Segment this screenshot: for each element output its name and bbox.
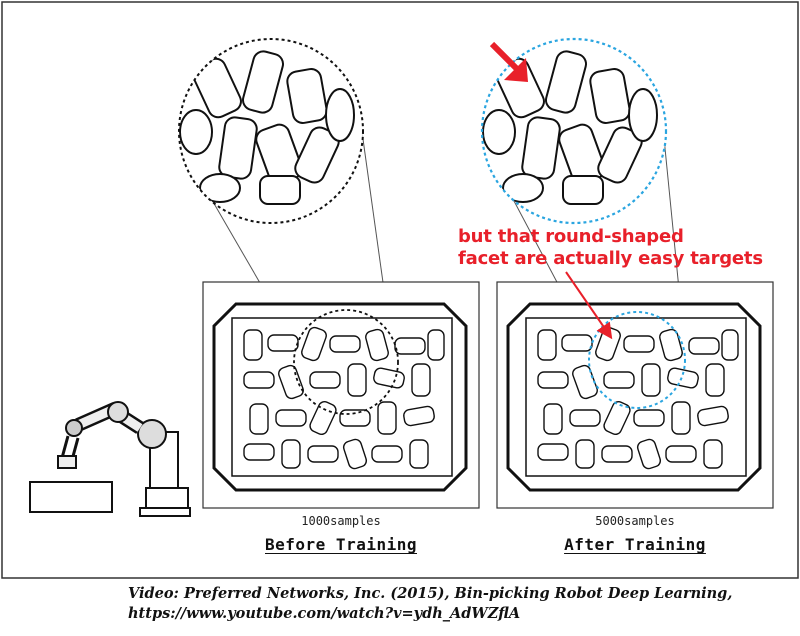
after-bin bbox=[496, 281, 774, 509]
arrow-icon bbox=[565, 271, 613, 340]
cylinder-parts-icon bbox=[537, 326, 739, 470]
annotation-line-1: but that round-shaped bbox=[458, 226, 684, 247]
before-training-label: Before Training bbox=[265, 535, 417, 554]
before-zoom-circle bbox=[178, 38, 364, 224]
arrow-icon bbox=[504, 58, 528, 82]
before-bin bbox=[202, 281, 480, 509]
annotation-line-2: facet are actually easy targets bbox=[458, 248, 763, 269]
after-training-label: After Training bbox=[564, 535, 706, 554]
source-caption: Video: Preferred Networks, Inc. (2015), … bbox=[128, 584, 788, 624]
cylinder-parts-icon bbox=[243, 326, 445, 470]
after-zoom-circle bbox=[480, 37, 668, 225]
annotation-label: but that round-shaped facet are actually… bbox=[458, 226, 788, 270]
before-samples-label: 1000samples bbox=[301, 514, 381, 528]
cylinder-parts-icon bbox=[482, 50, 658, 205]
caption-line-1: Video: Preferred Networks, Inc. (2015), … bbox=[128, 585, 733, 602]
caption-line-2: https://www.youtube.com/watch?v=ydh_AdWZ… bbox=[128, 605, 521, 622]
cylinder-parts-icon bbox=[179, 50, 355, 205]
robot-arm-icon bbox=[29, 401, 191, 517]
after-samples-label: 5000samples bbox=[595, 514, 675, 528]
